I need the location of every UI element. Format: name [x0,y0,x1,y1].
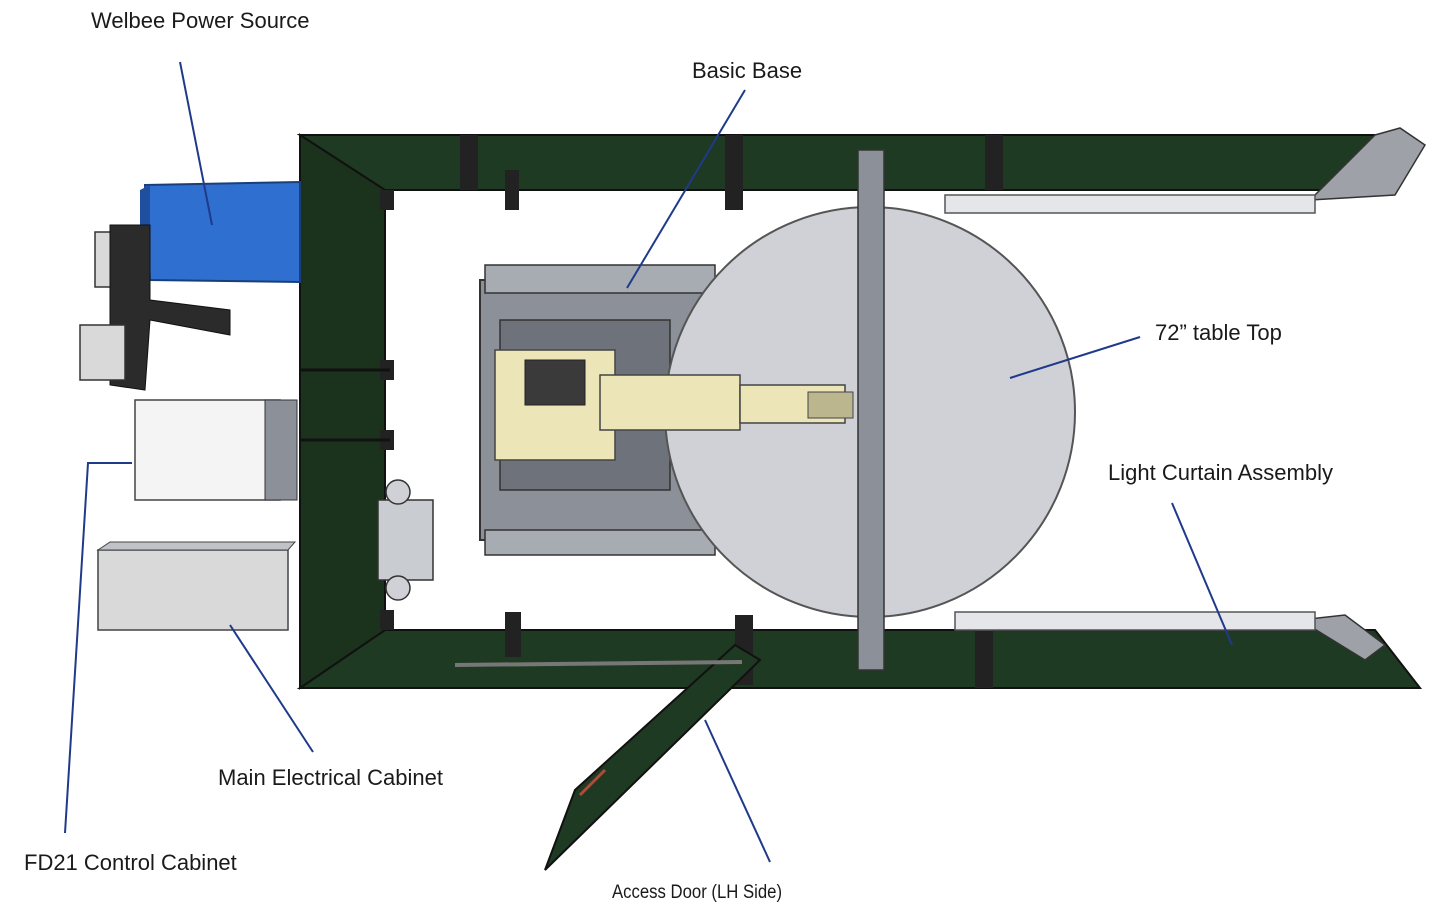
pendant-arm [109,224,231,391]
robot-wrist [807,391,854,419]
feeder-spool [385,575,411,601]
table-top [664,149,1076,671]
label-light-curtain-assembly: Light Curtain Assembly [1108,460,1333,485]
leader-access-door [704,719,771,863]
fence-left-wall [299,133,386,690]
label-welbee-power-source: Welbee Power Source [91,8,310,33]
fence-post [460,135,478,190]
base-top-rail [484,264,716,294]
light-curtain-rail-bottom [954,611,1316,631]
robot-upper-arm [599,374,741,431]
feeder-body [377,499,434,581]
fd21-cabinet-body [134,399,281,501]
main-cabinet-lid [96,541,297,551]
label-main-electrical-cabinet: Main Electrical Cabinet [218,765,443,790]
fd21-control-cabinet [134,399,298,501]
leader-fd21 [64,462,132,834]
label-basic-base: Basic Base [692,58,803,83]
leader-welbee [179,61,213,226]
power-source-body [143,180,301,284]
label-table-top: 72” table Top [1155,320,1282,345]
robot-arm [494,349,854,461]
pendant-box [79,324,126,381]
main-cabinet-body [97,549,289,631]
base-bottom-rail [484,529,716,556]
label-access-door: Access Door (LH Side) [612,882,783,903]
fence-post [380,610,394,630]
fence-post [505,612,521,657]
leader-table-top [1009,336,1141,379]
table-divider-bar [857,149,885,671]
main-electrical-cabinet [96,541,297,631]
fd21-cabinet-side [264,399,298,501]
robot-motor-block [524,359,586,406]
door-rail [454,660,743,667]
welbee-power-source [140,180,301,284]
fence-post [985,135,1003,190]
access-door-panel [544,643,762,871]
fence-post [505,170,519,210]
leader-lines [64,61,1233,863]
fence-top-right-bracket [1308,127,1427,201]
fence-post [380,190,394,210]
light-curtain-rail-top [944,194,1316,214]
leader-basic-base [626,89,746,289]
wire-feeder [377,479,434,601]
leader-light-curtain [1171,502,1233,646]
safety-fence [296,127,1427,690]
door-handle [578,768,607,797]
label-fd21-control-cabinet: FD21 Control Cabinet [24,850,237,875]
pendant-bracket [79,224,231,391]
fence-post [725,135,743,210]
access-door [454,643,762,871]
fence-bottom-right-bracket [1297,614,1387,661]
feeder-spool [385,479,411,505]
fence-post [975,630,993,688]
light-curtain-assembly [944,194,1316,631]
leader-main-cabinet [229,624,314,753]
